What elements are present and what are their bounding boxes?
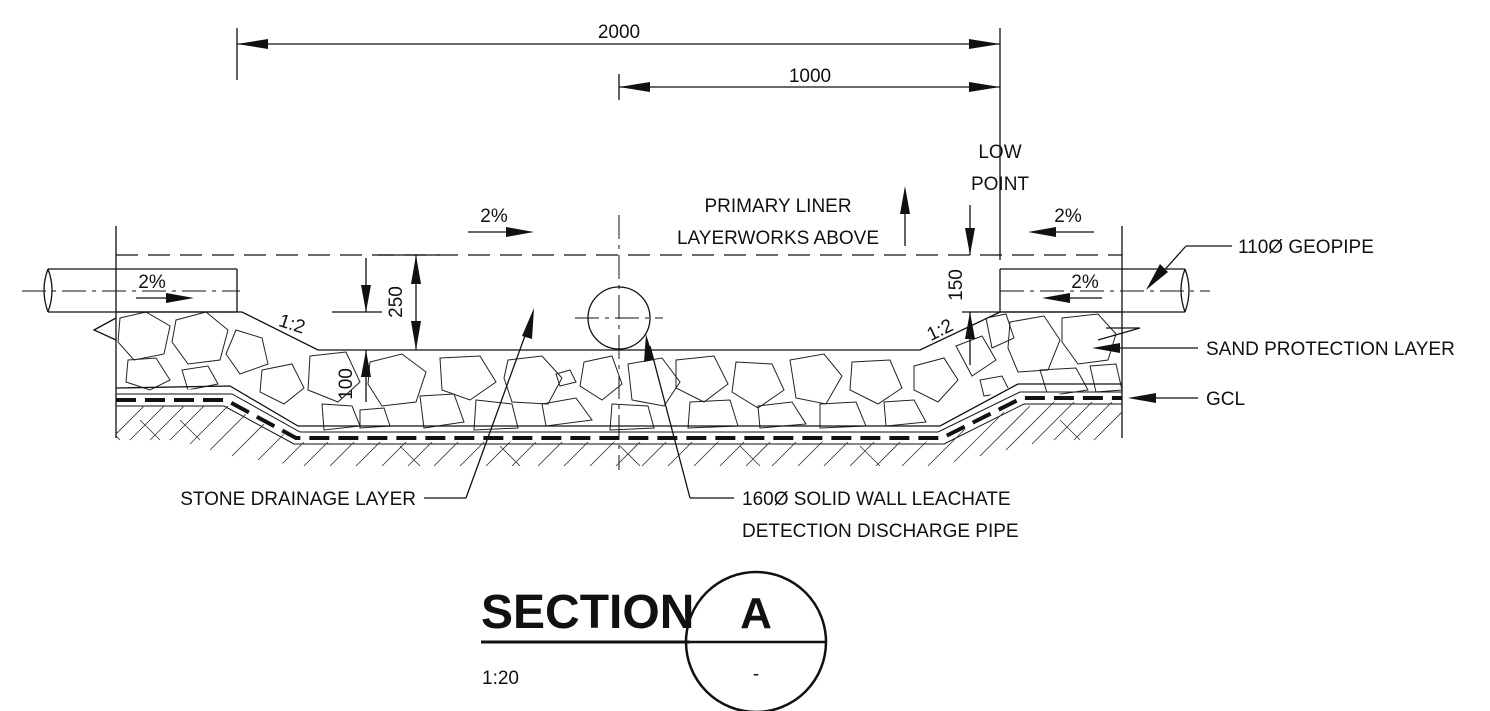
dimension-150-label: 150 (946, 269, 967, 301)
primary-liner-up-arrow (900, 186, 910, 246)
section-title: SECTION (481, 586, 694, 639)
batter-left-label: 1:2 (276, 310, 308, 338)
left-sand-layer-mark (92, 317, 117, 341)
section-letter: A (740, 589, 772, 638)
dimension-100-label: 100 (336, 368, 357, 400)
batter-right-label: 1:2 (924, 315, 957, 345)
primary-liner-label-line1: PRIMARY LINER (704, 196, 851, 217)
gcl-liner (116, 391, 1122, 445)
low-point-label-line1: LOW (978, 142, 1021, 163)
gcl-label: GCL (1206, 389, 1245, 410)
slope-left-top-label: 2% (480, 206, 508, 227)
slope-left-top: 2% (468, 206, 534, 237)
right-sand-layer-mark (1097, 327, 1141, 341)
dimension-2000: 2000 (236, 22, 1001, 260)
dimension-250: 250 (378, 254, 440, 350)
low-point-label-line2: POINT (971, 174, 1029, 195)
gcl-leader (1128, 393, 1198, 403)
slope-right-top-label: 2% (1054, 206, 1082, 227)
dimension-250-label: 250 (386, 286, 407, 318)
sand-protection-label: SAND PROTECTION LAYER (1206, 339, 1455, 360)
leachate-pipe (575, 286, 663, 350)
slope-right-pipe: 2% (1042, 272, 1102, 303)
dimension-2000-label: 2000 (598, 22, 640, 43)
slope-right-top: 2% (1028, 206, 1094, 237)
geopipe-leader (1146, 245, 1232, 290)
section-scale: 1:20 (482, 668, 519, 689)
dimension-1000-label: 1000 (789, 66, 831, 87)
geopipe-label: 110Ø GEOPIPE (1238, 237, 1374, 258)
section-title-block: SECTION 1:20 A - (481, 570, 828, 711)
sand-protection-leader (1092, 343, 1198, 353)
section-sheet: - (753, 664, 759, 685)
right-geopipe (999, 268, 1210, 313)
leachate-pipe-leader (644, 334, 734, 499)
slope-right-pipe-label: 2% (1071, 272, 1099, 293)
dimension-100: 100 (332, 258, 382, 402)
stone-drainage-leader (424, 308, 534, 499)
dimension-1000: 1000 (618, 66, 1000, 100)
subsoil-hatch (116, 402, 1122, 466)
slope-left-pipe-label: 2% (138, 272, 166, 293)
slope-left-pipe: 2% (136, 272, 194, 303)
leachate-pipe-label-line2: DETECTION DISCHARGE PIPE (742, 521, 1019, 542)
leachate-pipe-label-line1: 160Ø SOLID WALL LEACHATE (742, 489, 1011, 510)
left-geopipe (22, 268, 240, 313)
dimension-150: 150 (946, 205, 1000, 365)
primary-liner-label-line2: LAYERWORKS ABOVE (677, 228, 879, 249)
stone-drainage-label: STONE DRAINAGE LAYER (180, 489, 416, 510)
